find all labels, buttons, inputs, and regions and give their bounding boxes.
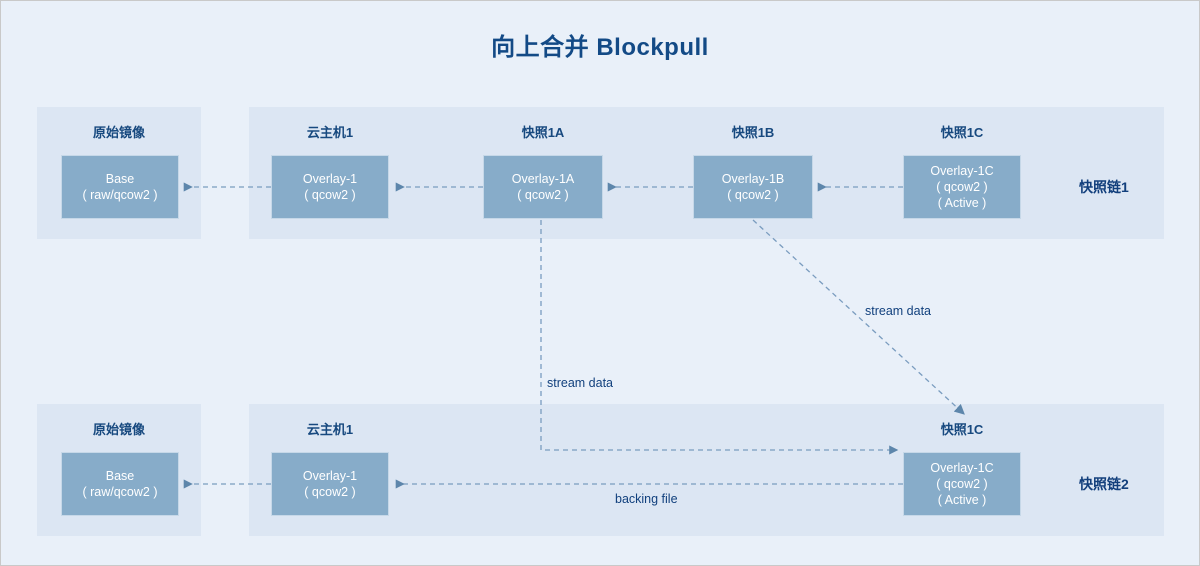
caption-snapshot-1c-row2: 快照1C — [940, 422, 984, 437]
caption-snapshot-1a: 快照1A — [521, 125, 565, 140]
node-overlay-1-row2: Overlay-1 ( qcow2 ) — [271, 452, 389, 516]
edge-label-stream-data-vertical: stream data — [547, 376, 614, 390]
node-overlay-1b: Overlay-1B ( qcow2 ) — [693, 155, 813, 219]
node-base-1-line-2: ( raw/qcow2 ) — [82, 188, 158, 202]
node-base-2: Base ( raw/qcow2 ) — [61, 452, 179, 516]
node-base-1: Base ( raw/qcow2 ) — [61, 155, 179, 219]
caption-origin-image-1: 原始镜像 — [92, 125, 145, 140]
caption-snapshot-1c: 快照1C — [940, 125, 984, 140]
chain-label-1: 快照链1 — [1079, 179, 1129, 195]
node-overlay-1c: Overlay-1C ( qcow2 ) ( Active ) — [903, 155, 1021, 219]
node-overlay-1c-line-1: Overlay-1C — [930, 164, 994, 178]
page-title: 向上合并 Blockpull — [491, 34, 709, 61]
node-overlay-1c-row2-line-3: ( Active ) — [937, 493, 987, 507]
node-overlay-1c-line-3: ( Active ) — [937, 196, 987, 210]
node-base-1-line-1: Base — [105, 172, 135, 186]
node-overlay-1-line-1: Overlay-1 — [302, 172, 358, 186]
node-overlay-1a: Overlay-1A ( qcow2 ) — [483, 155, 603, 219]
node-base-2-line-1: Base — [105, 469, 135, 483]
node-overlay-1a-line-1: Overlay-1A — [511, 172, 575, 186]
node-overlay-1b-line-2: ( qcow2 ) — [727, 188, 779, 202]
edge-label-stream-data-diagonal: stream data — [865, 304, 932, 318]
caption-host-1: 云主机1 — [306, 125, 354, 140]
node-overlay-1-row2-line-1: Overlay-1 — [302, 469, 358, 483]
caption-host-2: 云主机1 — [306, 422, 354, 437]
caption-origin-image-2: 原始镜像 — [92, 422, 145, 437]
node-base-2-line-2: ( raw/qcow2 ) — [82, 485, 158, 499]
node-overlay-1-row2-line-2: ( qcow2 ) — [304, 485, 356, 499]
node-overlay-1: Overlay-1 ( qcow2 ) — [271, 155, 389, 219]
caption-snapshot-1b: 快照1B — [731, 125, 775, 140]
node-overlay-1b-line-1: Overlay-1B — [721, 172, 785, 186]
node-overlay-1c-line-2: ( qcow2 ) — [936, 180, 988, 194]
node-overlay-1c-row2-line-2: ( qcow2 ) — [936, 477, 988, 491]
node-overlay-1a-line-2: ( qcow2 ) — [517, 188, 569, 202]
edge-label-backing-file: backing file — [615, 492, 678, 506]
node-overlay-1-line-2: ( qcow2 ) — [304, 188, 356, 202]
node-overlay-1c-row2-line-1: Overlay-1C — [930, 461, 994, 475]
chain-label-2: 快照链2 — [1079, 476, 1129, 492]
node-overlay-1c-row2: Overlay-1C ( qcow2 ) ( Active ) — [903, 452, 1021, 516]
